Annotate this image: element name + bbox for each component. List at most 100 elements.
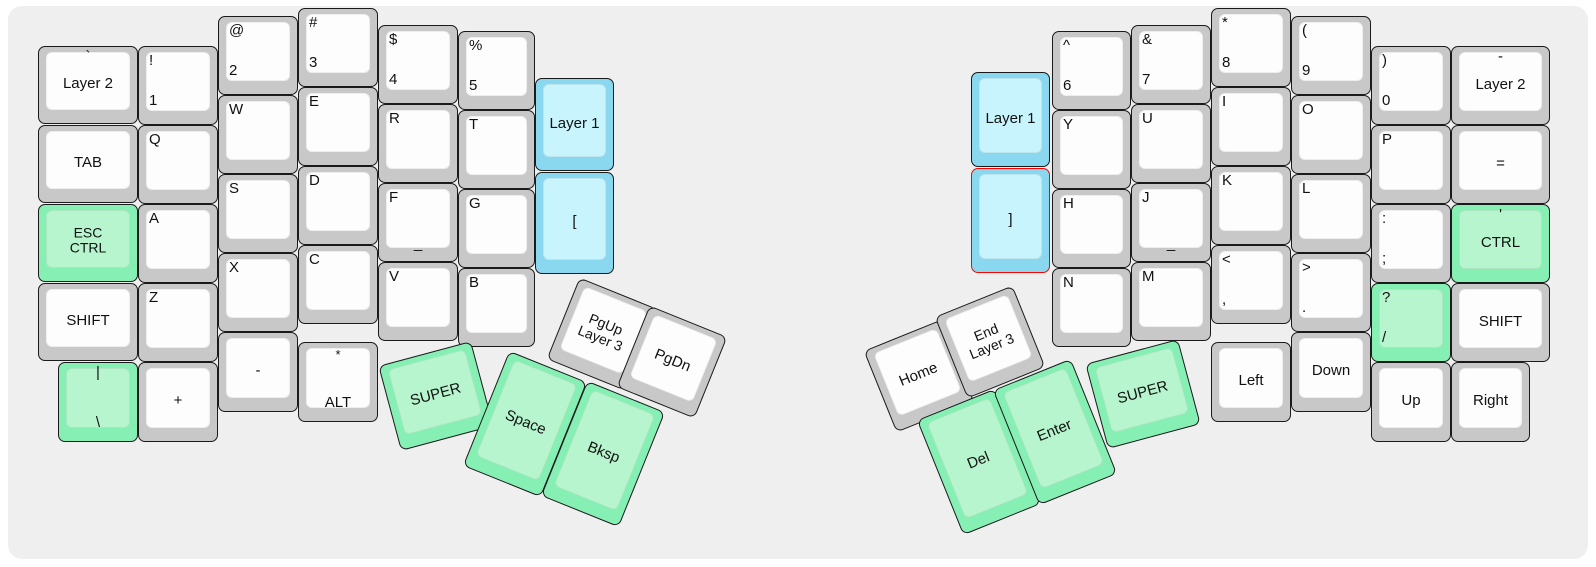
key-b[interactable]: B xyxy=(458,268,535,347)
key-equal[interactable]: = xyxy=(1451,125,1550,204)
key-legend: 1 xyxy=(149,92,158,109)
keycap-surface xyxy=(226,180,290,239)
key-legend: G xyxy=(469,195,481,212)
key-z[interactable]: Z xyxy=(138,283,218,362)
key-g[interactable]: G xyxy=(458,189,535,268)
keycap-surface xyxy=(386,189,450,248)
key-super-right[interactable]: SUPER xyxy=(1085,339,1201,449)
key-left[interactable]: Left xyxy=(1211,342,1291,422)
key-h[interactable]: H xyxy=(1052,189,1131,268)
key-up[interactable]: Up xyxy=(1371,362,1451,442)
keycap-surface xyxy=(1379,289,1443,348)
key-l[interactable]: L xyxy=(1291,174,1371,253)
key-bracket-right[interactable]: ] xyxy=(971,168,1050,273)
key-legend: 4 xyxy=(389,71,398,88)
key-p[interactable]: P xyxy=(1371,125,1451,204)
keycap-surface xyxy=(543,178,606,260)
key-f[interactable]: F_ xyxy=(378,183,458,262)
key-minus[interactable]: - xyxy=(218,332,298,412)
key-layer2-right[interactable]: -Layer 2 xyxy=(1451,46,1550,125)
key-legend: 7 xyxy=(1142,71,1151,88)
key-e[interactable]: E xyxy=(298,87,378,166)
key-6[interactable]: ^6 xyxy=(1052,31,1131,110)
key-down[interactable]: Down xyxy=(1291,332,1371,412)
keycap-surface xyxy=(306,93,370,152)
key-2[interactable]: @2 xyxy=(218,16,298,95)
key-n[interactable]: N xyxy=(1052,268,1131,347)
key-legend: > xyxy=(1302,259,1311,276)
key-a[interactable]: A xyxy=(138,204,218,283)
key-legend: P xyxy=(1382,131,1393,148)
key-d[interactable]: D xyxy=(298,166,378,245)
key-s[interactable]: S xyxy=(218,174,298,253)
key-m[interactable]: M xyxy=(1131,262,1211,341)
key-4[interactable]: $4 xyxy=(378,25,458,104)
key-i[interactable]: I xyxy=(1211,87,1291,166)
keycap-surface xyxy=(1219,14,1283,73)
key-pipe-backslash[interactable]: |\ xyxy=(58,362,138,442)
keycap-surface xyxy=(1299,338,1363,398)
key-0[interactable]: )0 xyxy=(1371,46,1451,125)
key-j[interactable]: J_ xyxy=(1131,183,1211,262)
key-esc-ctrl[interactable]: ESC CTRL xyxy=(38,204,138,282)
key-u[interactable]: U xyxy=(1131,104,1211,183)
key-legend: ! xyxy=(149,52,154,69)
key-legend: @ xyxy=(229,22,245,39)
key-legend: Left xyxy=(1238,371,1264,389)
key-comma[interactable]: <, xyxy=(1211,245,1291,324)
key-semicolon[interactable]: :; xyxy=(1371,204,1451,283)
key-r[interactable]: R xyxy=(378,104,458,183)
keycap-surface xyxy=(1139,268,1203,327)
key-x[interactable]: X xyxy=(218,253,298,332)
key-c[interactable]: C xyxy=(298,245,378,324)
key-period[interactable]: >. xyxy=(1291,253,1371,332)
key-legend: SHIFT xyxy=(66,311,110,329)
key-t[interactable]: T xyxy=(458,110,535,189)
key-quote-ctrl[interactable]: 'CTRL xyxy=(1451,204,1550,283)
key-tab[interactable]: TAB xyxy=(38,125,138,203)
key-layer2-left[interactable]: ` Layer 2 xyxy=(38,46,138,124)
key-shift-right[interactable]: SHIFT xyxy=(1451,283,1550,362)
key-legend: ? xyxy=(1382,289,1391,306)
key-y[interactable]: Y xyxy=(1052,110,1131,189)
key-q[interactable]: Q xyxy=(138,125,218,204)
keycap-surface xyxy=(1060,116,1123,175)
key-k[interactable]: K xyxy=(1211,166,1291,245)
key-legend: ^ xyxy=(1063,37,1071,54)
key-legend: * xyxy=(1222,14,1228,31)
keycap-surface xyxy=(1459,131,1542,190)
key-3[interactable]: #3 xyxy=(298,8,378,87)
key-legend: 5 xyxy=(469,77,478,94)
key-legend: Q xyxy=(149,131,161,148)
key-7[interactable]: &7 xyxy=(1131,25,1211,104)
key-9[interactable]: (9 xyxy=(1291,16,1371,95)
key-8[interactable]: *8 xyxy=(1211,8,1291,87)
keycap-surface xyxy=(226,101,290,160)
key-legend: ` xyxy=(85,48,91,65)
key-legend: * xyxy=(335,347,341,362)
key-layer1-left[interactable]: Layer 1 xyxy=(535,78,614,171)
key-legend: | xyxy=(96,364,100,381)
keycap-surface xyxy=(1060,274,1123,333)
key-1[interactable]: !1 xyxy=(138,46,218,125)
key-v[interactable]: V xyxy=(378,262,458,341)
keycap-surface xyxy=(1459,368,1522,428)
key-bracket-left[interactable]: [ xyxy=(535,172,614,274)
key-plus[interactable]: + xyxy=(138,362,218,442)
key-alt[interactable]: *ALT xyxy=(298,342,378,422)
key-right[interactable]: Right xyxy=(1451,362,1530,442)
key-legend: 0 xyxy=(1382,92,1391,109)
key-5[interactable]: %5 xyxy=(458,31,535,110)
key-o[interactable]: O xyxy=(1291,95,1371,174)
keycap-surface xyxy=(1379,368,1443,428)
key-slash[interactable]: ?/ xyxy=(1371,283,1451,362)
key-shift-left[interactable]: SHIFT xyxy=(38,283,138,361)
key-legend: Layer 2 xyxy=(62,74,114,92)
keycap-surface xyxy=(1219,93,1283,152)
key-layer1-right[interactable]: Layer 1 xyxy=(971,72,1050,167)
keycap-surface xyxy=(466,37,527,96)
key-legend: SHIFT xyxy=(1478,312,1523,330)
key-legend: A xyxy=(149,210,160,227)
key-w[interactable]: W xyxy=(218,95,298,174)
key-legend: 8 xyxy=(1222,54,1231,71)
